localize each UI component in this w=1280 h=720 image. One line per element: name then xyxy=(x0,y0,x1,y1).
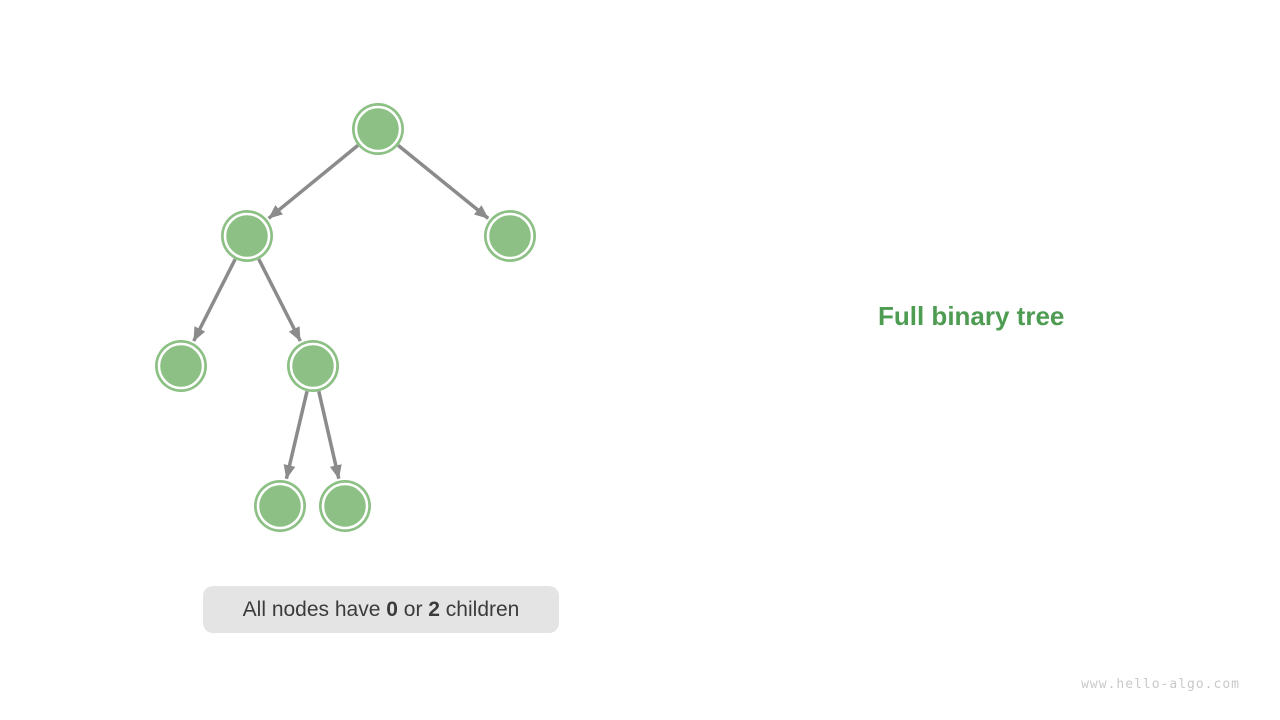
diagram-title: Full binary tree xyxy=(878,301,1065,331)
tree-edge xyxy=(257,258,302,342)
tree-edge xyxy=(283,390,309,480)
watermark: www.hello-algo.com xyxy=(1081,677,1240,692)
tree-node-ring xyxy=(354,105,402,153)
tree-node-ring xyxy=(321,482,369,530)
tree-node-disc xyxy=(155,340,207,392)
tree-edge xyxy=(192,258,237,342)
tree-edge xyxy=(317,390,342,480)
tree-node-ring xyxy=(486,212,534,260)
caption-text: children xyxy=(439,598,520,621)
tree-node xyxy=(221,210,273,262)
caption-pill: All nodes have 0 or 2 children xyxy=(203,586,559,633)
tree-node-ring xyxy=(223,212,271,260)
tree-node xyxy=(319,480,371,532)
tree-node xyxy=(484,210,536,262)
tree-node-disc xyxy=(221,210,273,262)
tree-node-ring xyxy=(157,342,205,390)
caption-text: All nodes have xyxy=(242,598,387,621)
caption-text: or xyxy=(397,598,429,621)
caption-bold-two: 2 xyxy=(428,598,440,621)
tree-node-ring xyxy=(289,342,337,390)
tree-node-disc xyxy=(254,480,306,532)
tree-node xyxy=(254,480,306,532)
tree-node xyxy=(287,340,339,392)
tree-node xyxy=(352,103,404,155)
tree-node-disc xyxy=(352,103,404,155)
caption-bold-zero: 0 xyxy=(386,598,398,621)
tree-node-disc xyxy=(319,480,371,532)
tree-edge xyxy=(267,144,360,220)
tree-node-ring xyxy=(256,482,304,530)
tree-node xyxy=(155,340,207,392)
tree-node-disc xyxy=(287,340,339,392)
tree-node-disc xyxy=(484,210,536,262)
tree-edge xyxy=(397,144,490,220)
